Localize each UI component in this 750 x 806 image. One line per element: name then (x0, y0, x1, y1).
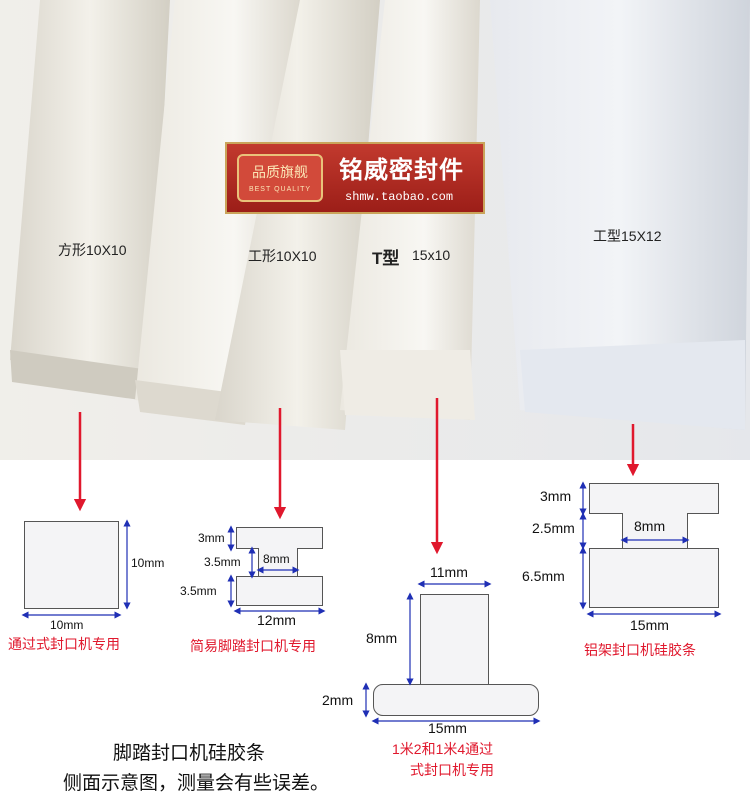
label-square: 方形10X10 (58, 242, 127, 258)
brand-badge: 品质旗舰 BEST QUALITY (237, 154, 323, 202)
dim-i-small-bottom: 3.5mm (180, 584, 217, 598)
dim-i-small-inner: 8mm (263, 552, 290, 566)
dim-t-height: 8mm (366, 630, 398, 646)
dim-t-base: 2mm (322, 692, 354, 708)
i-large-strip (490, 0, 750, 430)
i-small-bottom-flange (236, 576, 323, 606)
brand-banner: 品质旗舰 BEST QUALITY 铭威密封件 shmw.taobao.com (225, 142, 485, 214)
caption-i-large: 铝架封口机硅胶条 (584, 642, 696, 658)
square-profile (24, 521, 119, 609)
brand-name: 铭威密封件 (339, 155, 464, 184)
caption-square: 通过式封口机专用 (8, 636, 120, 652)
label-i-large: 工型15X12 (593, 228, 662, 244)
note-line2: 侧面示意图，测量会有些误差。 (63, 772, 330, 794)
i-large-bottom-flange (589, 548, 719, 608)
note-line1: 脚踏封口机硅胶条 (113, 742, 266, 764)
dim-square-width: 10mm (50, 618, 84, 632)
dim-square-height: 10mm (131, 556, 165, 570)
dim-i-small-width: 12mm (257, 612, 296, 628)
label-i-small: 工形10X10 (248, 248, 317, 264)
dim-i-large-mid: 2.5mm (532, 520, 575, 536)
dim-t-top-width: 11mm (430, 564, 468, 580)
brand-url: shmw.taobao.com (345, 190, 454, 204)
label-t-size: 15x10 (412, 247, 451, 263)
dim-i-large-top: 3mm (540, 488, 572, 504)
red-arrows (73, 398, 640, 555)
i-large-top-flange (589, 483, 719, 514)
blue-dimension-lines (21, 481, 722, 725)
t-stem (420, 594, 489, 686)
caption-t-line2: 式封口机专用 (410, 762, 494, 778)
dim-t-width: 15mm (428, 720, 467, 736)
square-strip (10, 0, 170, 380)
dim-i-large-inner: 8mm (634, 518, 666, 534)
caption-i-small: 简易脚踏封口机专用 (190, 638, 316, 654)
brand-badge-text: 品质旗舰 (252, 165, 308, 181)
dim-i-small-mid: 3.5mm (204, 555, 241, 569)
dim-i-small-top: 3mm (198, 531, 225, 545)
label-t-bold: T型 (372, 249, 400, 268)
dim-i-large-width: 15mm (630, 617, 669, 633)
caption-t-line1: 1米2和1米4通过 (392, 741, 494, 757)
t-base (373, 684, 539, 716)
brand-badge-subtext: BEST QUALITY (248, 186, 312, 193)
dim-i-large-bottom: 6.5mm (522, 568, 565, 584)
